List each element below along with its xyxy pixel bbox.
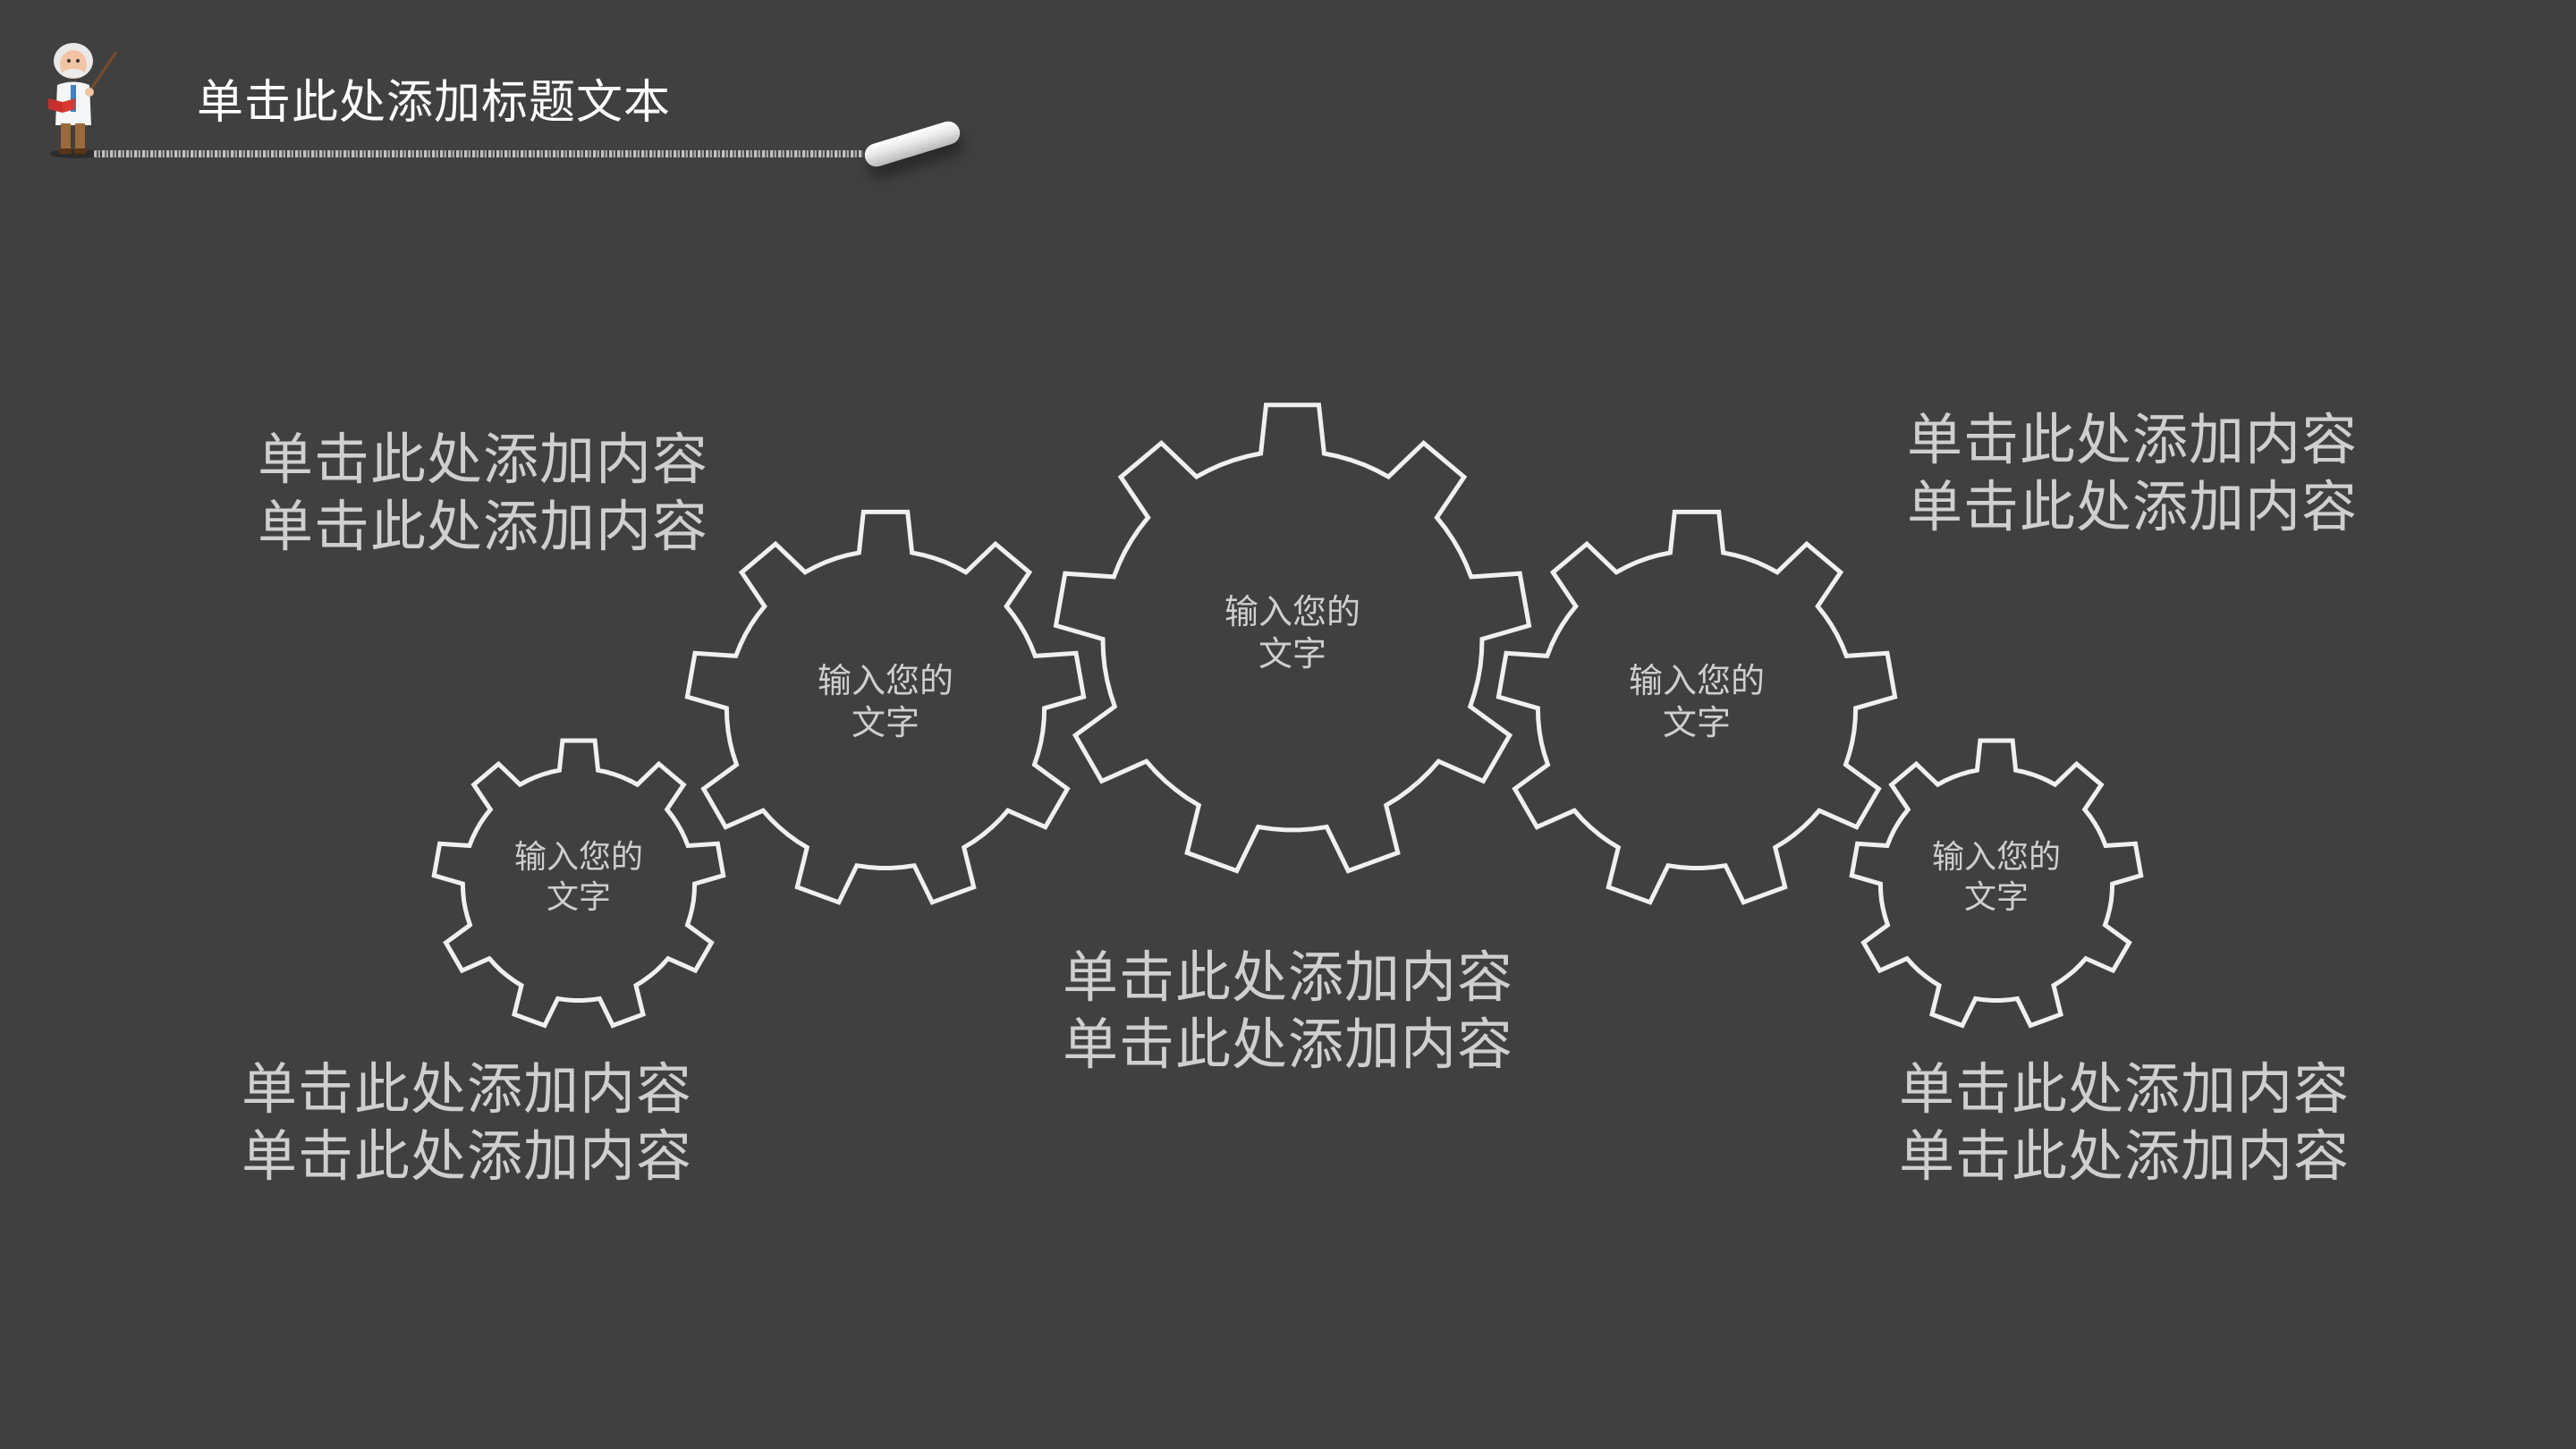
gear-outline-icon — [431, 738, 726, 1029]
gear-4[interactable]: 输入您的 文字 — [1489, 502, 1904, 917]
text-block-bottom-left[interactable]: 单击此处添加内容 单击此处添加内容 — [242, 1055, 692, 1190]
gear-label-line2: 文字 — [1258, 634, 1326, 674]
text-line: 单击此处添加内容 — [1899, 1123, 2351, 1189]
gear-label-line2: 文字 — [851, 703, 919, 742]
gear-label-line2: 文字 — [546, 879, 611, 916]
gear-outline-icon — [1496, 509, 1898, 905]
text-line: 单击此处添加内容 — [1907, 407, 2359, 472]
gear-3[interactable]: 输入您的 文字 — [1046, 394, 1538, 886]
text-block-top-right[interactable]: 单击此处添加内容 单击此处添加内容 — [1907, 406, 2358, 540]
gear-2[interactable]: 输入您的 文字 — [678, 502, 1093, 917]
text-block-top-left[interactable]: 单击此处添加内容 单击此处添加内容 — [258, 426, 708, 560]
text-line: 单击此处添加内容 — [1063, 1012, 1514, 1077]
chalk-underline — [94, 150, 863, 157]
gear-outline-icon — [1053, 402, 1532, 874]
gear-label-line1: 输入您的 — [1628, 660, 1765, 700]
text-line: 单击此处添加内容 — [242, 1056, 693, 1122]
gear-outline-icon — [1849, 738, 2144, 1029]
gear-5[interactable]: 输入您的 文字 — [1843, 731, 2150, 1038]
text-line: 单击此处添加内容 — [1907, 474, 2359, 539]
gear-label-line1: 输入您的 — [1931, 839, 2061, 876]
gear-outline-icon — [684, 509, 1087, 905]
text-block-center[interactable]: 单击此处添加内容 单击此处添加内容 — [1063, 944, 1513, 1078]
gear-label-line2: 文字 — [1662, 703, 1731, 742]
text-line: 单击此处添加内容 — [258, 494, 709, 559]
gear-label[interactable]: 输入您的 文字 — [1046, 591, 1538, 676]
text-line: 单击此处添加内容 — [1899, 1056, 2351, 1122]
gear-label-line2: 文字 — [1963, 879, 2029, 916]
text-line: 单击此处添加内容 — [242, 1123, 693, 1189]
chalk-icon — [861, 118, 963, 170]
gear-label-line1: 输入您的 — [1224, 591, 1360, 631]
scientist-mascot-icon — [36, 36, 134, 161]
gear-label-line1: 输入您的 — [817, 660, 953, 700]
text-block-bottom-right[interactable]: 单击此处添加内容 单击此处添加内容 — [1899, 1055, 2350, 1190]
gear-label-line1: 输入您的 — [513, 839, 643, 876]
gear-label[interactable]: 输入您的 文字 — [425, 837, 733, 918]
gear-label[interactable]: 输入您的 文字 — [1489, 660, 1904, 745]
gear-label[interactable]: 输入您的 文字 — [678, 660, 1093, 745]
text-line: 单击此处添加内容 — [1063, 945, 1514, 1010]
slide-title[interactable]: 单击此处添加标题文本 — [197, 76, 672, 130]
gear-1[interactable]: 输入您的 文字 — [425, 731, 733, 1038]
gear-label[interactable]: 输入您的 文字 — [1843, 837, 2150, 918]
text-line: 单击此处添加内容 — [258, 427, 709, 492]
